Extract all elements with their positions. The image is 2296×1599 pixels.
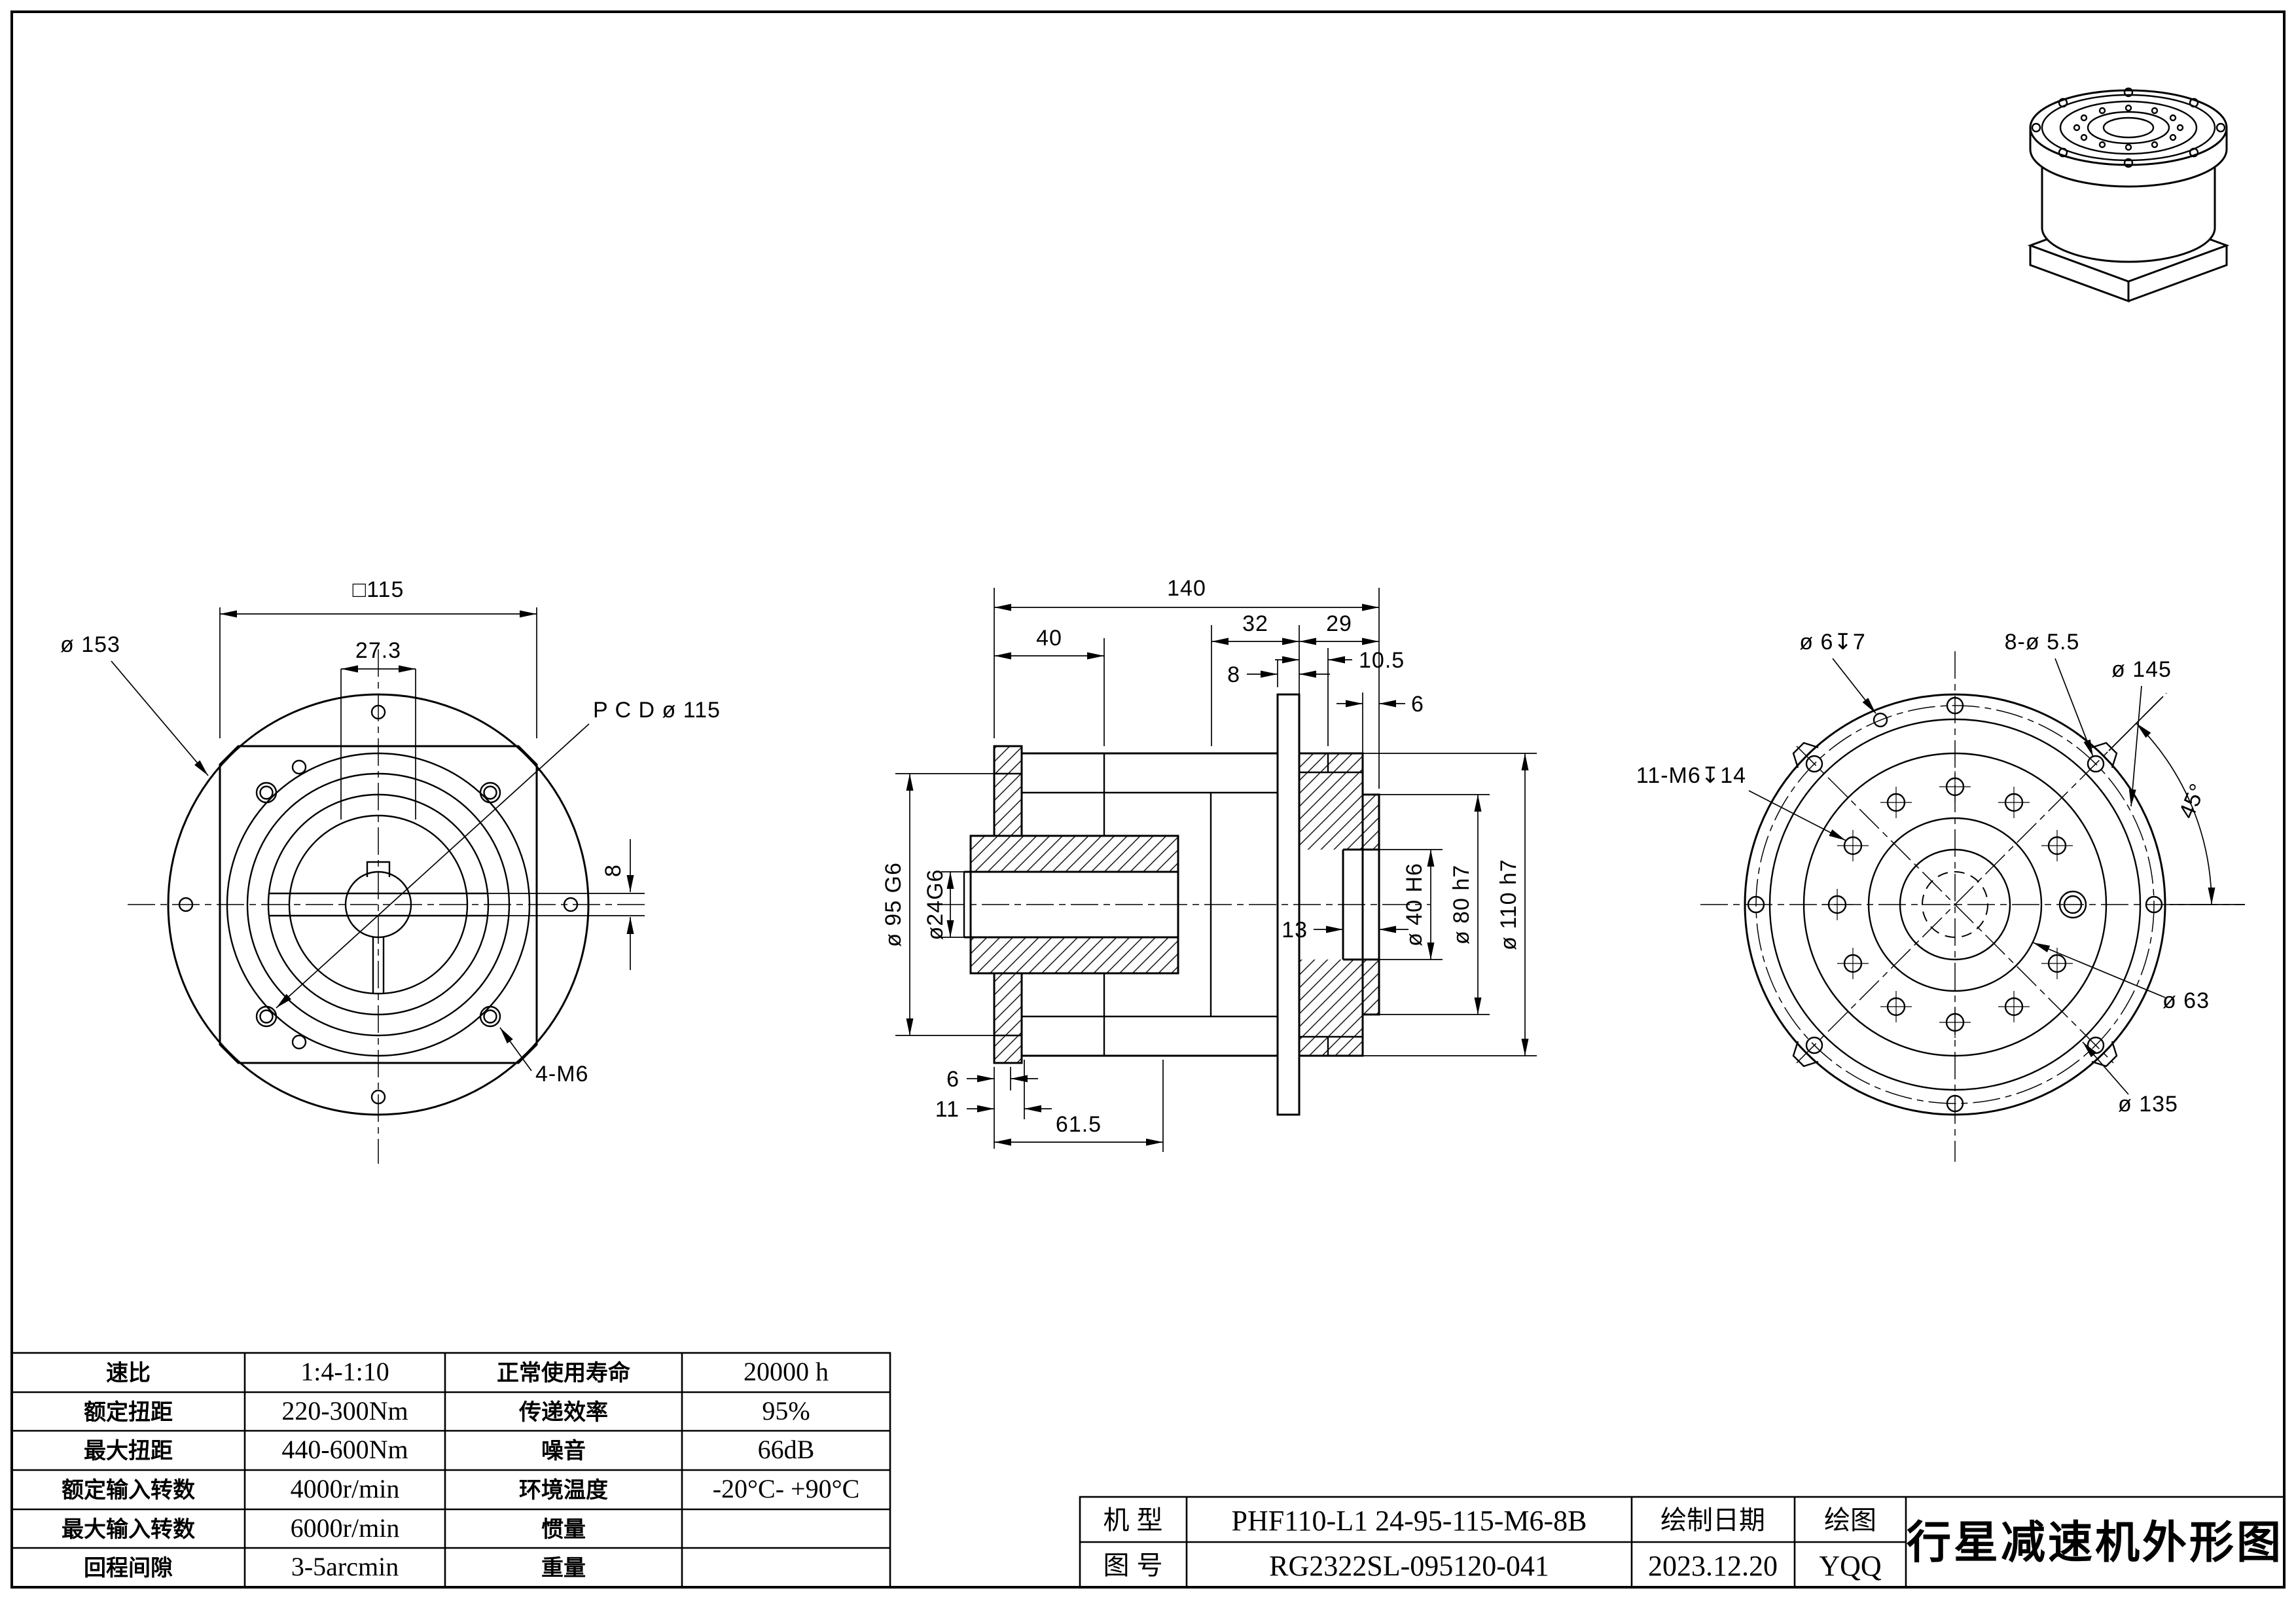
dim-sec-6-top: 6 bbox=[1411, 692, 1424, 717]
spec-label: 额定扭距 bbox=[84, 1400, 173, 1425]
label-rear-pcd: ø 145 bbox=[2111, 657, 2172, 682]
dim-sec-61-5: 61.5 bbox=[1056, 1112, 1102, 1137]
dim-sec-pilot: ø 95 G6 bbox=[881, 862, 906, 947]
spec-label: 正常使用寿命 bbox=[497, 1360, 630, 1386]
dim-sec-13: 13 bbox=[1282, 918, 1308, 943]
tb-date-value: 2023.12.20 bbox=[1648, 1550, 1778, 1582]
dim-sec-bore40: ø 40 H6 bbox=[1402, 863, 1427, 946]
dim-front-outer-dia: ø 153 bbox=[60, 632, 120, 657]
tb-no-value: RG2322SL-095120-041 bbox=[1269, 1550, 1549, 1582]
title-block: 机 型 PHF110-L1 24-95-115-M6-8B 绘制日期 绘图 图 … bbox=[1079, 1496, 2286, 1589]
spec-table: 速比 1:4-1:10 正常使用寿命 20000 h 额定扭距 220-300N… bbox=[10, 1352, 891, 1589]
label-rear-63: ø 63 bbox=[2162, 988, 2210, 1013]
spec-value: 1:4-1:10 bbox=[300, 1357, 389, 1386]
tb-model-value: PHF110-L1 24-95-115-M6-8B bbox=[1231, 1505, 1587, 1537]
spec-label: 重量 bbox=[541, 1556, 586, 1581]
label-rear-135: ø 135 bbox=[2118, 1092, 2178, 1117]
tb-no-label: 图 号 bbox=[1103, 1551, 1162, 1580]
spec-label: 惯量 bbox=[541, 1517, 586, 1542]
dim-sec-40: 40 bbox=[1036, 626, 1062, 651]
spec-value: 440-600Nm bbox=[281, 1435, 408, 1464]
spec-value: 66dB bbox=[758, 1435, 815, 1464]
tb-drawn-label: 绘图 bbox=[1824, 1506, 1876, 1535]
spec-value: 4000r/min bbox=[291, 1474, 400, 1503]
dim-sec-spigot80: ø 80 h7 bbox=[1449, 865, 1474, 944]
label-rear-tapped: 11-M6↧14 bbox=[1636, 763, 1746, 788]
dim-front-square: □115 bbox=[353, 577, 404, 602]
spec-value: -20°C- +90°C bbox=[713, 1474, 860, 1503]
isometric-view bbox=[2027, 87, 2230, 303]
rear-view: ø 6↧7 8-ø 5.5 ø 145 45° 11-M6↧14 ø 63 ø … bbox=[1636, 630, 2245, 1162]
spec-value: 3-5arcmin bbox=[291, 1552, 399, 1581]
dim-sec-140: 140 bbox=[1167, 576, 1206, 601]
spec-value: 220-300Nm bbox=[281, 1396, 408, 1426]
spec-label: 噪音 bbox=[541, 1439, 586, 1464]
label-front-4m6: 4-M6 bbox=[535, 1062, 588, 1087]
spec-label: 环境温度 bbox=[519, 1478, 608, 1503]
label-rear-bolt-holes: 8-ø 5.5 bbox=[2005, 630, 2080, 655]
spec-label: 回程间隙 bbox=[84, 1556, 173, 1581]
spec-label: 额定输入转数 bbox=[62, 1478, 195, 1503]
spec-label: 最大扭距 bbox=[84, 1439, 173, 1464]
spec-value: 6000r/min bbox=[291, 1513, 400, 1543]
tb-drawing-title: 行星减速机外形图 bbox=[1907, 1518, 2284, 1568]
section-view: 140 40 32 29 8 10.5 6 ø 95 G6 ø24G6 bbox=[881, 576, 1537, 1152]
dim-sec-29: 29 bbox=[1326, 611, 1352, 636]
dim-rear-45: 45° bbox=[2174, 780, 2211, 822]
dim-sec-32: 32 bbox=[1242, 611, 1268, 636]
dim-sec-11: 11 bbox=[935, 1097, 960, 1122]
label-rear-pin-hole: ø 6↧7 bbox=[1799, 630, 1866, 655]
spec-value: 95% bbox=[762, 1396, 810, 1426]
dim-sec-8: 8 bbox=[1227, 662, 1240, 687]
dim-sec-flange110: ø 110 h7 bbox=[1496, 859, 1521, 950]
spec-label: 最大输入转数 bbox=[62, 1517, 195, 1542]
tb-model-label: 机 型 bbox=[1103, 1506, 1162, 1535]
dim-front-key: 8 bbox=[601, 864, 626, 877]
label-front-pcd: P C D ø 115 bbox=[593, 698, 721, 723]
dim-front-keyway: 27.3 bbox=[355, 638, 401, 663]
spec-label: 速比 bbox=[106, 1361, 151, 1386]
front-view: □115 27.3 ø 153 P C D ø 115 8 4-M6 bbox=[60, 577, 721, 1164]
dim-sec-10-5: 10.5 bbox=[1359, 648, 1405, 673]
dim-sec-bore: ø24G6 bbox=[923, 869, 948, 941]
spec-label: 传递效率 bbox=[518, 1400, 608, 1425]
tb-date-label: 绘制日期 bbox=[1660, 1506, 1765, 1535]
tb-drawn-value: YQQ bbox=[1819, 1550, 1882, 1582]
front-square-flange bbox=[219, 745, 538, 1064]
dim-sec-6-bot: 6 bbox=[946, 1067, 960, 1092]
spec-value: 20000 h bbox=[744, 1357, 829, 1386]
